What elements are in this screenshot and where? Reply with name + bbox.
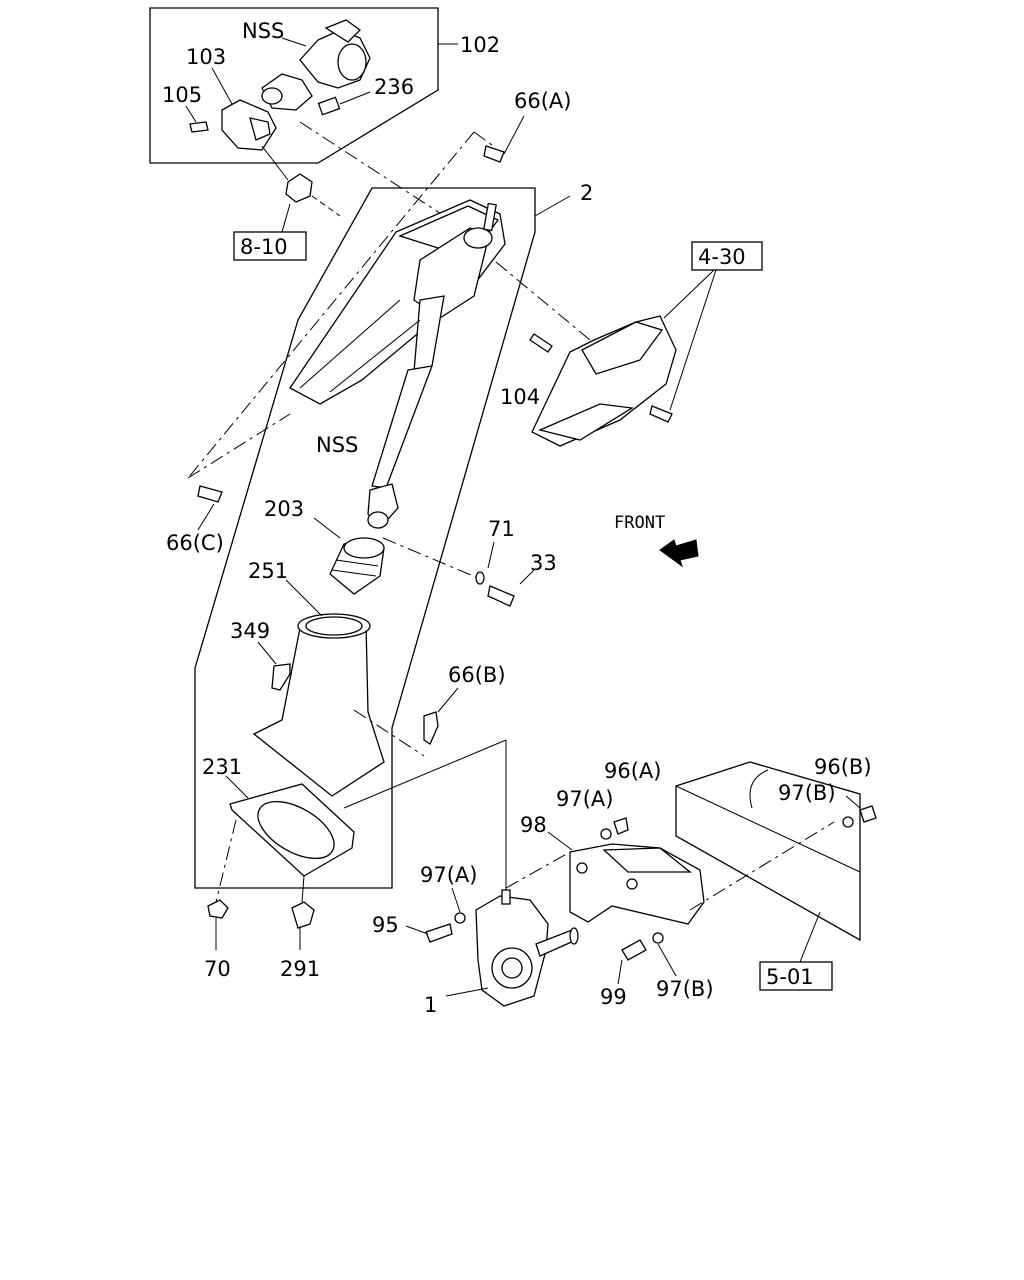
steering-column bbox=[289, 115, 553, 529]
label-105: 105 bbox=[162, 83, 202, 107]
column-outline bbox=[194, 187, 536, 889]
label-33: 33 bbox=[530, 551, 557, 575]
label-231: 231 bbox=[202, 755, 242, 779]
ignition-switch-assembly bbox=[149, 7, 458, 164]
label-70: 70 bbox=[204, 957, 231, 981]
label-95: 95 bbox=[372, 913, 399, 937]
label-203: 203 bbox=[264, 497, 304, 521]
ref-8-10: 8-10 bbox=[240, 235, 288, 259]
frame-5-01 bbox=[675, 761, 861, 963]
front-arrow-icon bbox=[659, 539, 699, 568]
ring-71 bbox=[475, 571, 485, 585]
label-98: 98 bbox=[520, 813, 547, 837]
label-97b-bottom: 97(B) bbox=[656, 977, 714, 1001]
bolt-66b bbox=[423, 711, 439, 745]
boot-251 bbox=[252, 579, 385, 797]
ref-box-4-30 bbox=[691, 241, 763, 271]
label-99: 99 bbox=[600, 985, 627, 1009]
label-96a: 96(A) bbox=[604, 759, 661, 783]
bolt-95 bbox=[425, 923, 453, 943]
label-251: 251 bbox=[248, 559, 288, 583]
ref-box-8-10 bbox=[233, 231, 307, 261]
label-66a-top: 66(A) bbox=[514, 89, 571, 113]
label-66b: 66(B) bbox=[448, 663, 506, 687]
label-66c: 66(C) bbox=[166, 531, 224, 555]
bolt-66c bbox=[197, 485, 223, 503]
label-349: 349 bbox=[230, 619, 270, 643]
ref-5-01: 5-01 bbox=[766, 965, 814, 989]
label-96b: 96(B) bbox=[814, 755, 872, 779]
bolt-33 bbox=[487, 585, 515, 607]
label-97a-top: 97(A) bbox=[556, 787, 613, 811]
label-102: 102 bbox=[460, 33, 500, 57]
label-236: 236 bbox=[374, 75, 414, 99]
label-97b-top: 97(B) bbox=[778, 781, 836, 805]
label-nss-shaft: NSS bbox=[316, 433, 358, 457]
label-104: 104 bbox=[500, 385, 540, 409]
label-97a-mid: 97(A) bbox=[420, 863, 477, 887]
front-label: FRONT bbox=[614, 513, 665, 533]
boot-203 bbox=[313, 517, 385, 595]
plate-231 bbox=[225, 775, 355, 877]
ref-4-30: 4-30 bbox=[698, 245, 746, 269]
bracket-98 bbox=[569, 843, 705, 925]
label-2: 2 bbox=[580, 181, 593, 205]
clip-291 bbox=[291, 901, 315, 929]
bolt-349 bbox=[271, 663, 291, 691]
label-71: 71 bbox=[488, 517, 515, 541]
steering-gearbox bbox=[343, 739, 579, 1007]
ref-box-5-01 bbox=[759, 961, 833, 991]
nut-70 bbox=[207, 899, 229, 919]
connector-8-10 bbox=[261, 145, 341, 233]
label-291: 291 bbox=[280, 957, 320, 981]
label-1: 1 bbox=[424, 993, 437, 1017]
label-nss-top: NSS bbox=[242, 19, 284, 43]
label-103: 103 bbox=[186, 45, 226, 69]
column-cover bbox=[531, 269, 717, 447]
bolt-99 bbox=[621, 939, 647, 961]
